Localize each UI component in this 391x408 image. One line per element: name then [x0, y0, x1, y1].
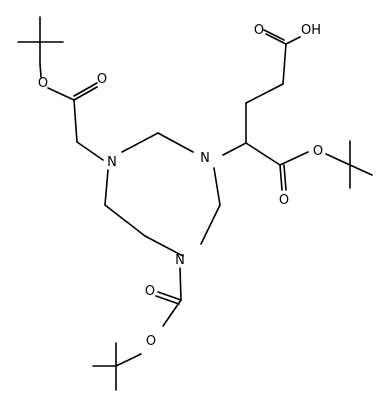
bond	[115, 353, 142, 367]
bond	[73, 99, 78, 143]
bond	[279, 164, 283, 191]
bond	[73, 82, 98, 97]
bond	[282, 43, 287, 85]
bond	[144, 235, 184, 257]
bond	[349, 164, 373, 176]
bond	[155, 295, 180, 305]
bond	[325, 153, 351, 166]
bond	[39, 63, 42, 78]
atom-label-oxygen: O	[97, 72, 107, 87]
bond	[265, 33, 287, 45]
bond	[157, 132, 194, 153]
atom-labels: O O N N N O O O OH O O	[38, 23, 323, 349]
atom-label-oxygen: O	[145, 284, 155, 299]
bond	[179, 267, 182, 301]
atom-label-oxygen: O	[313, 144, 323, 159]
bond	[104, 169, 109, 206]
bond	[283, 164, 287, 191]
bond	[157, 291, 182, 301]
bond	[47, 87, 75, 101]
bond	[285, 36, 301, 45]
atom-label-nitrogen: N	[175, 253, 185, 268]
atom-label-oxygen: O	[38, 76, 48, 91]
bond	[104, 204, 146, 237]
bond	[279, 151, 309, 166]
atom-label-nitrogen: N	[107, 155, 117, 170]
bond	[162, 299, 182, 327]
bond	[73, 86, 98, 101]
atom-label-oxygen: O	[254, 23, 264, 38]
bond	[263, 29, 285, 41]
atom-label-nitrogen: N	[200, 151, 210, 166]
bond	[200, 204, 221, 245]
atom-label-hydroxyl: OH	[301, 23, 321, 38]
atom-label-oxygen: O	[146, 334, 156, 349]
bond	[245, 83, 284, 104]
bond	[245, 142, 281, 166]
bond	[222, 142, 247, 156]
bond	[121, 132, 159, 153]
bond	[76, 141, 104, 161]
atom-label-oxygen: O	[279, 193, 289, 208]
bonds	[17, 16, 373, 391]
bond	[213, 167, 221, 206]
